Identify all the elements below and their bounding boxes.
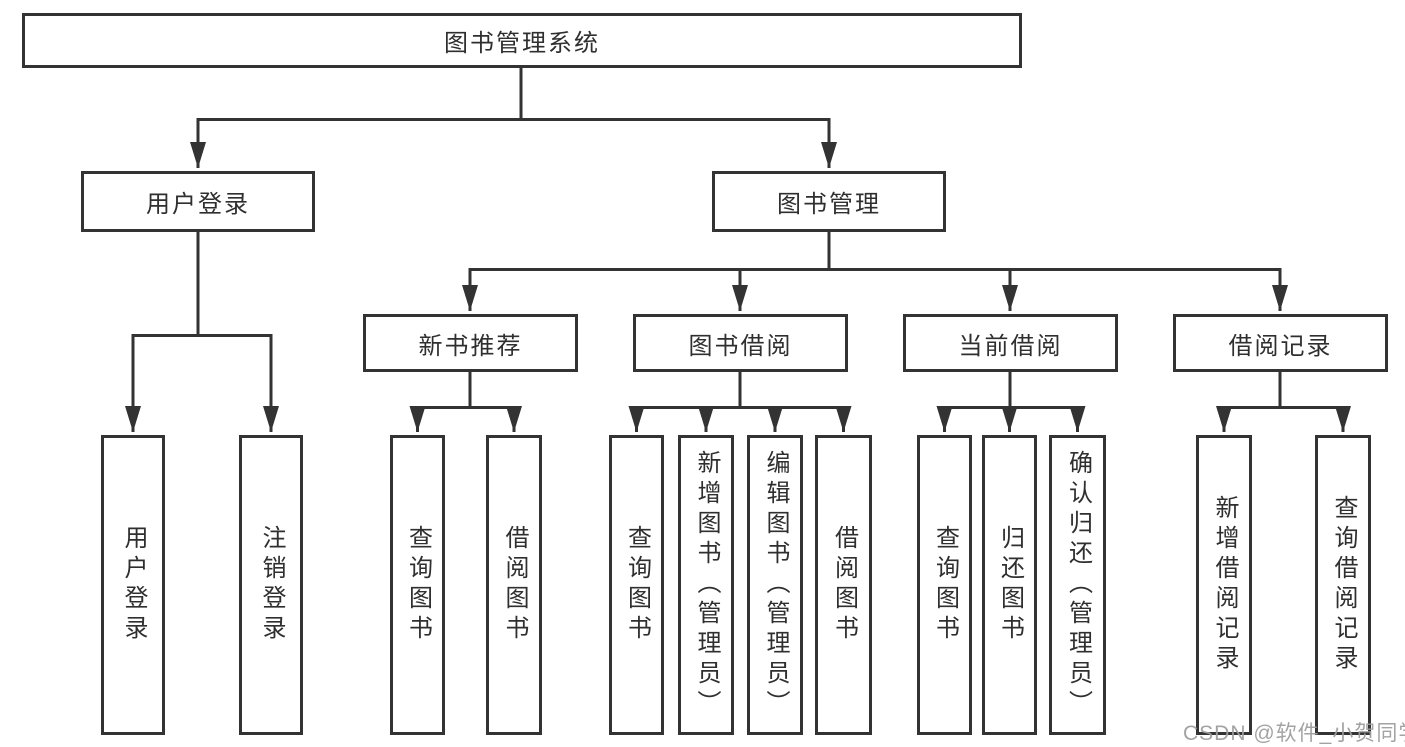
node-label: 借阅图书 bbox=[830, 525, 858, 645]
node-label: 查询图书 bbox=[931, 525, 959, 645]
node-label: 注销登录 bbox=[258, 525, 285, 645]
node-label: 编辑图书（管理员） bbox=[762, 450, 789, 720]
node-label: 新增图书（管理员） bbox=[693, 450, 720, 720]
node-current-borrowing: 当前借阅 bbox=[903, 314, 1118, 372]
leaf-query-books-borrowing: 查询图书 bbox=[609, 435, 664, 735]
node-label: 确认归还（管理员） bbox=[1064, 450, 1092, 720]
node-new-book-recommendation: 新书推荐 bbox=[363, 314, 578, 372]
node-label: 图书借阅 bbox=[688, 332, 793, 360]
leaf-add-borrow-record: 新增借阅记录 bbox=[1196, 435, 1252, 735]
leaf-user-login: 用户登录 bbox=[101, 435, 165, 735]
leaf-query-books-current: 查询图书 bbox=[917, 435, 972, 735]
node-book-borrowing: 图书借阅 bbox=[633, 314, 848, 372]
leaf-confirm-return-admin: 确认归还（管理员） bbox=[1049, 435, 1106, 735]
node-label: 查询图书 bbox=[623, 525, 651, 645]
node-label: 借阅记录 bbox=[1228, 332, 1333, 360]
node-label: 用户登录 bbox=[120, 525, 147, 645]
node-label: 图书管理系统 bbox=[444, 30, 600, 57]
leaf-borrow-books-recommendation: 借阅图书 bbox=[486, 435, 542, 735]
node-label: 当前借阅 bbox=[958, 332, 1063, 360]
node-label: 查询图书 bbox=[404, 525, 432, 645]
node-book-management: 图书管理 bbox=[712, 171, 946, 232]
leaf-query-books-recommendation: 查询图书 bbox=[390, 435, 445, 735]
node-label: 归还图书 bbox=[996, 525, 1024, 645]
leaf-edit-books-admin: 编辑图书（管理员） bbox=[747, 435, 803, 735]
node-label: 用户登录 bbox=[146, 191, 250, 218]
leaf-borrow-books: 借阅图书 bbox=[815, 435, 872, 735]
csdn-watermark: CSDN @软件_小贺同学 bbox=[1183, 722, 1405, 745]
node-borrowing-records: 借阅记录 bbox=[1173, 314, 1388, 372]
leaf-return-books: 归还图书 bbox=[982, 435, 1037, 735]
leaf-add-books-admin: 新增图书（管理员） bbox=[678, 435, 734, 735]
node-label: 借阅图书 bbox=[501, 525, 528, 645]
node-label: 查询借阅记录 bbox=[1330, 495, 1357, 675]
node-user-login: 用户登录 bbox=[81, 171, 315, 232]
node-library-management-system: 图书管理系统 bbox=[22, 13, 1022, 68]
node-label: 新书推荐 bbox=[418, 332, 523, 360]
node-label: 图书管理 bbox=[777, 191, 881, 218]
leaf-query-borrow-record: 查询借阅记录 bbox=[1315, 435, 1371, 735]
node-label: 新增借阅记录 bbox=[1211, 495, 1238, 675]
leaf-logout: 注销登录 bbox=[239, 435, 303, 735]
